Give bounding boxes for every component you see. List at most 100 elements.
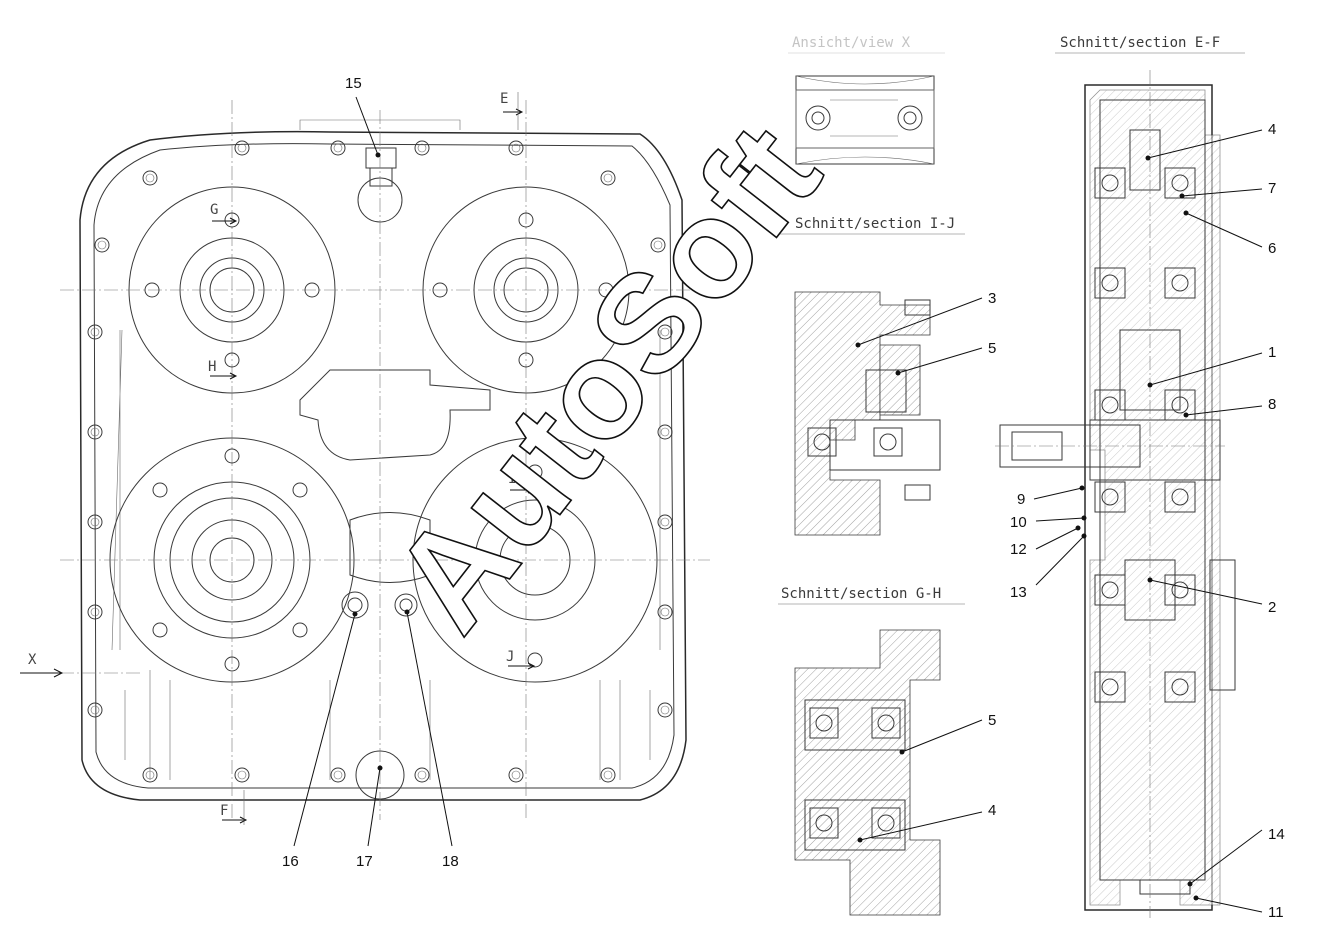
main-callouts: 15 16 17 18 xyxy=(282,75,459,870)
bolt-hole xyxy=(152,482,168,498)
bolt-hole-inner xyxy=(603,173,613,183)
bolt-hole xyxy=(224,448,240,464)
view-x: Ansicht/view X xyxy=(788,35,945,165)
callout-18: 18 xyxy=(442,853,459,870)
bolt-hole xyxy=(87,514,103,530)
gearbox-front-view xyxy=(60,100,710,820)
bolt-hole-inner xyxy=(511,770,521,780)
section-mark-x: X xyxy=(28,652,37,668)
callout-8: 8 xyxy=(1268,396,1276,413)
bolt-hole xyxy=(508,140,524,156)
bolt-hole xyxy=(224,352,240,368)
bolt-hole xyxy=(650,237,666,253)
section-mark-i: I xyxy=(508,471,516,487)
bolt-hole-inner xyxy=(660,517,670,527)
section-mark-j: J xyxy=(506,649,514,665)
bolt-hole xyxy=(518,352,534,368)
bolt-hole xyxy=(657,702,673,718)
bolt-hole xyxy=(292,482,308,498)
bolt-hole xyxy=(234,140,250,156)
bolt-hole xyxy=(234,767,250,783)
callout-1: 1 xyxy=(1268,344,1276,361)
section-mark-g: G xyxy=(210,202,218,218)
bolt-hole-inner xyxy=(660,705,670,715)
bolt-hole xyxy=(330,140,346,156)
section-mark-f: F xyxy=(220,803,228,819)
bolt-hole-inner xyxy=(237,143,247,153)
bolt-hole-inner xyxy=(90,427,100,437)
section-i-j: Schnitt/section I-J 3 5 xyxy=(778,216,996,536)
callout-17: 17 xyxy=(356,853,373,870)
bolt-hole-inner xyxy=(511,143,521,153)
bolt-hole-inner xyxy=(333,143,343,153)
callout-13: 13 xyxy=(1010,584,1027,601)
callout-14: 14 xyxy=(1268,826,1285,843)
callout-2: 2 xyxy=(1268,599,1276,616)
callout-5b: 5 xyxy=(988,712,996,729)
bolt-hole xyxy=(144,282,160,298)
section-ef-title: Schnitt/section E-F xyxy=(1060,35,1220,51)
bolt-hole xyxy=(87,324,103,340)
view-x-title: Ansicht/view X xyxy=(792,35,911,51)
bolt-hole xyxy=(657,424,673,440)
bolt-hole xyxy=(600,767,616,783)
section-e-f: Schnitt/section E-F xyxy=(995,35,1245,918)
bolt-hole xyxy=(657,604,673,620)
callout-3: 3 xyxy=(988,290,996,307)
bolt-hole-inner xyxy=(653,240,663,250)
bolt-hole-inner xyxy=(90,607,100,617)
callout-4b: 4 xyxy=(1268,121,1276,138)
bolt-holes xyxy=(87,140,673,783)
bolt-hole xyxy=(87,604,103,620)
callout-9: 9 xyxy=(1017,491,1025,508)
bolt-hole xyxy=(152,622,168,638)
bolt-hole-inner xyxy=(603,770,613,780)
bolt-hole-inner xyxy=(145,770,155,780)
callout-12: 12 xyxy=(1010,541,1027,558)
callout-5a: 5 xyxy=(988,340,996,357)
bolt-hole-inner xyxy=(417,770,427,780)
bolt-hole-inner xyxy=(90,705,100,715)
bolt-hole-inner xyxy=(660,427,670,437)
bolt-hole-inner xyxy=(97,240,107,250)
section-ef-callouts: 4 7 6 1 8 9 10 12 13 2 14 11 xyxy=(1010,121,1285,921)
section-g-h: Schnitt/section G-H 5 4 xyxy=(778,586,996,916)
callout-11: 11 xyxy=(1268,904,1284,921)
bolt-hole-inner xyxy=(660,607,670,617)
bolt-hole xyxy=(94,237,110,253)
callout-4a: 4 xyxy=(988,802,996,819)
bolt-hole xyxy=(527,652,543,668)
bolt-hole-inner xyxy=(417,143,427,153)
callout-15: 15 xyxy=(345,75,362,92)
bolt-hole xyxy=(330,767,346,783)
section-mark-e: E xyxy=(500,91,508,107)
bolt-hole xyxy=(87,424,103,440)
bolt-hole-inner xyxy=(90,327,100,337)
bolt-hole xyxy=(527,464,543,480)
bolt-hole xyxy=(414,140,430,156)
bolt-hole-inner xyxy=(333,770,343,780)
bolt-hole-inner xyxy=(145,173,155,183)
bolt-hole xyxy=(657,514,673,530)
bolt-hole xyxy=(414,767,430,783)
bolt-hole xyxy=(508,767,524,783)
bolt-hole xyxy=(142,170,158,186)
bolt-hole xyxy=(224,212,240,228)
bolt-hole xyxy=(304,282,320,298)
bolt-hole xyxy=(598,282,614,298)
callout-6: 6 xyxy=(1268,240,1276,257)
section-markers: E F G H I J X xyxy=(20,91,536,825)
callout-7: 7 xyxy=(1268,180,1276,197)
bolt-hole xyxy=(657,324,673,340)
section-ij-title: Schnitt/section I-J xyxy=(795,216,955,232)
bolt-hole xyxy=(224,656,240,672)
bolt-hole xyxy=(518,212,534,228)
callout-16: 16 xyxy=(282,853,299,870)
bolt-hole xyxy=(600,170,616,186)
bolt-hole xyxy=(292,622,308,638)
bolt-hole xyxy=(87,702,103,718)
bolt-hole-inner xyxy=(237,770,247,780)
section-mark-h: H xyxy=(208,359,216,375)
bolt-hole-inner xyxy=(90,517,100,527)
